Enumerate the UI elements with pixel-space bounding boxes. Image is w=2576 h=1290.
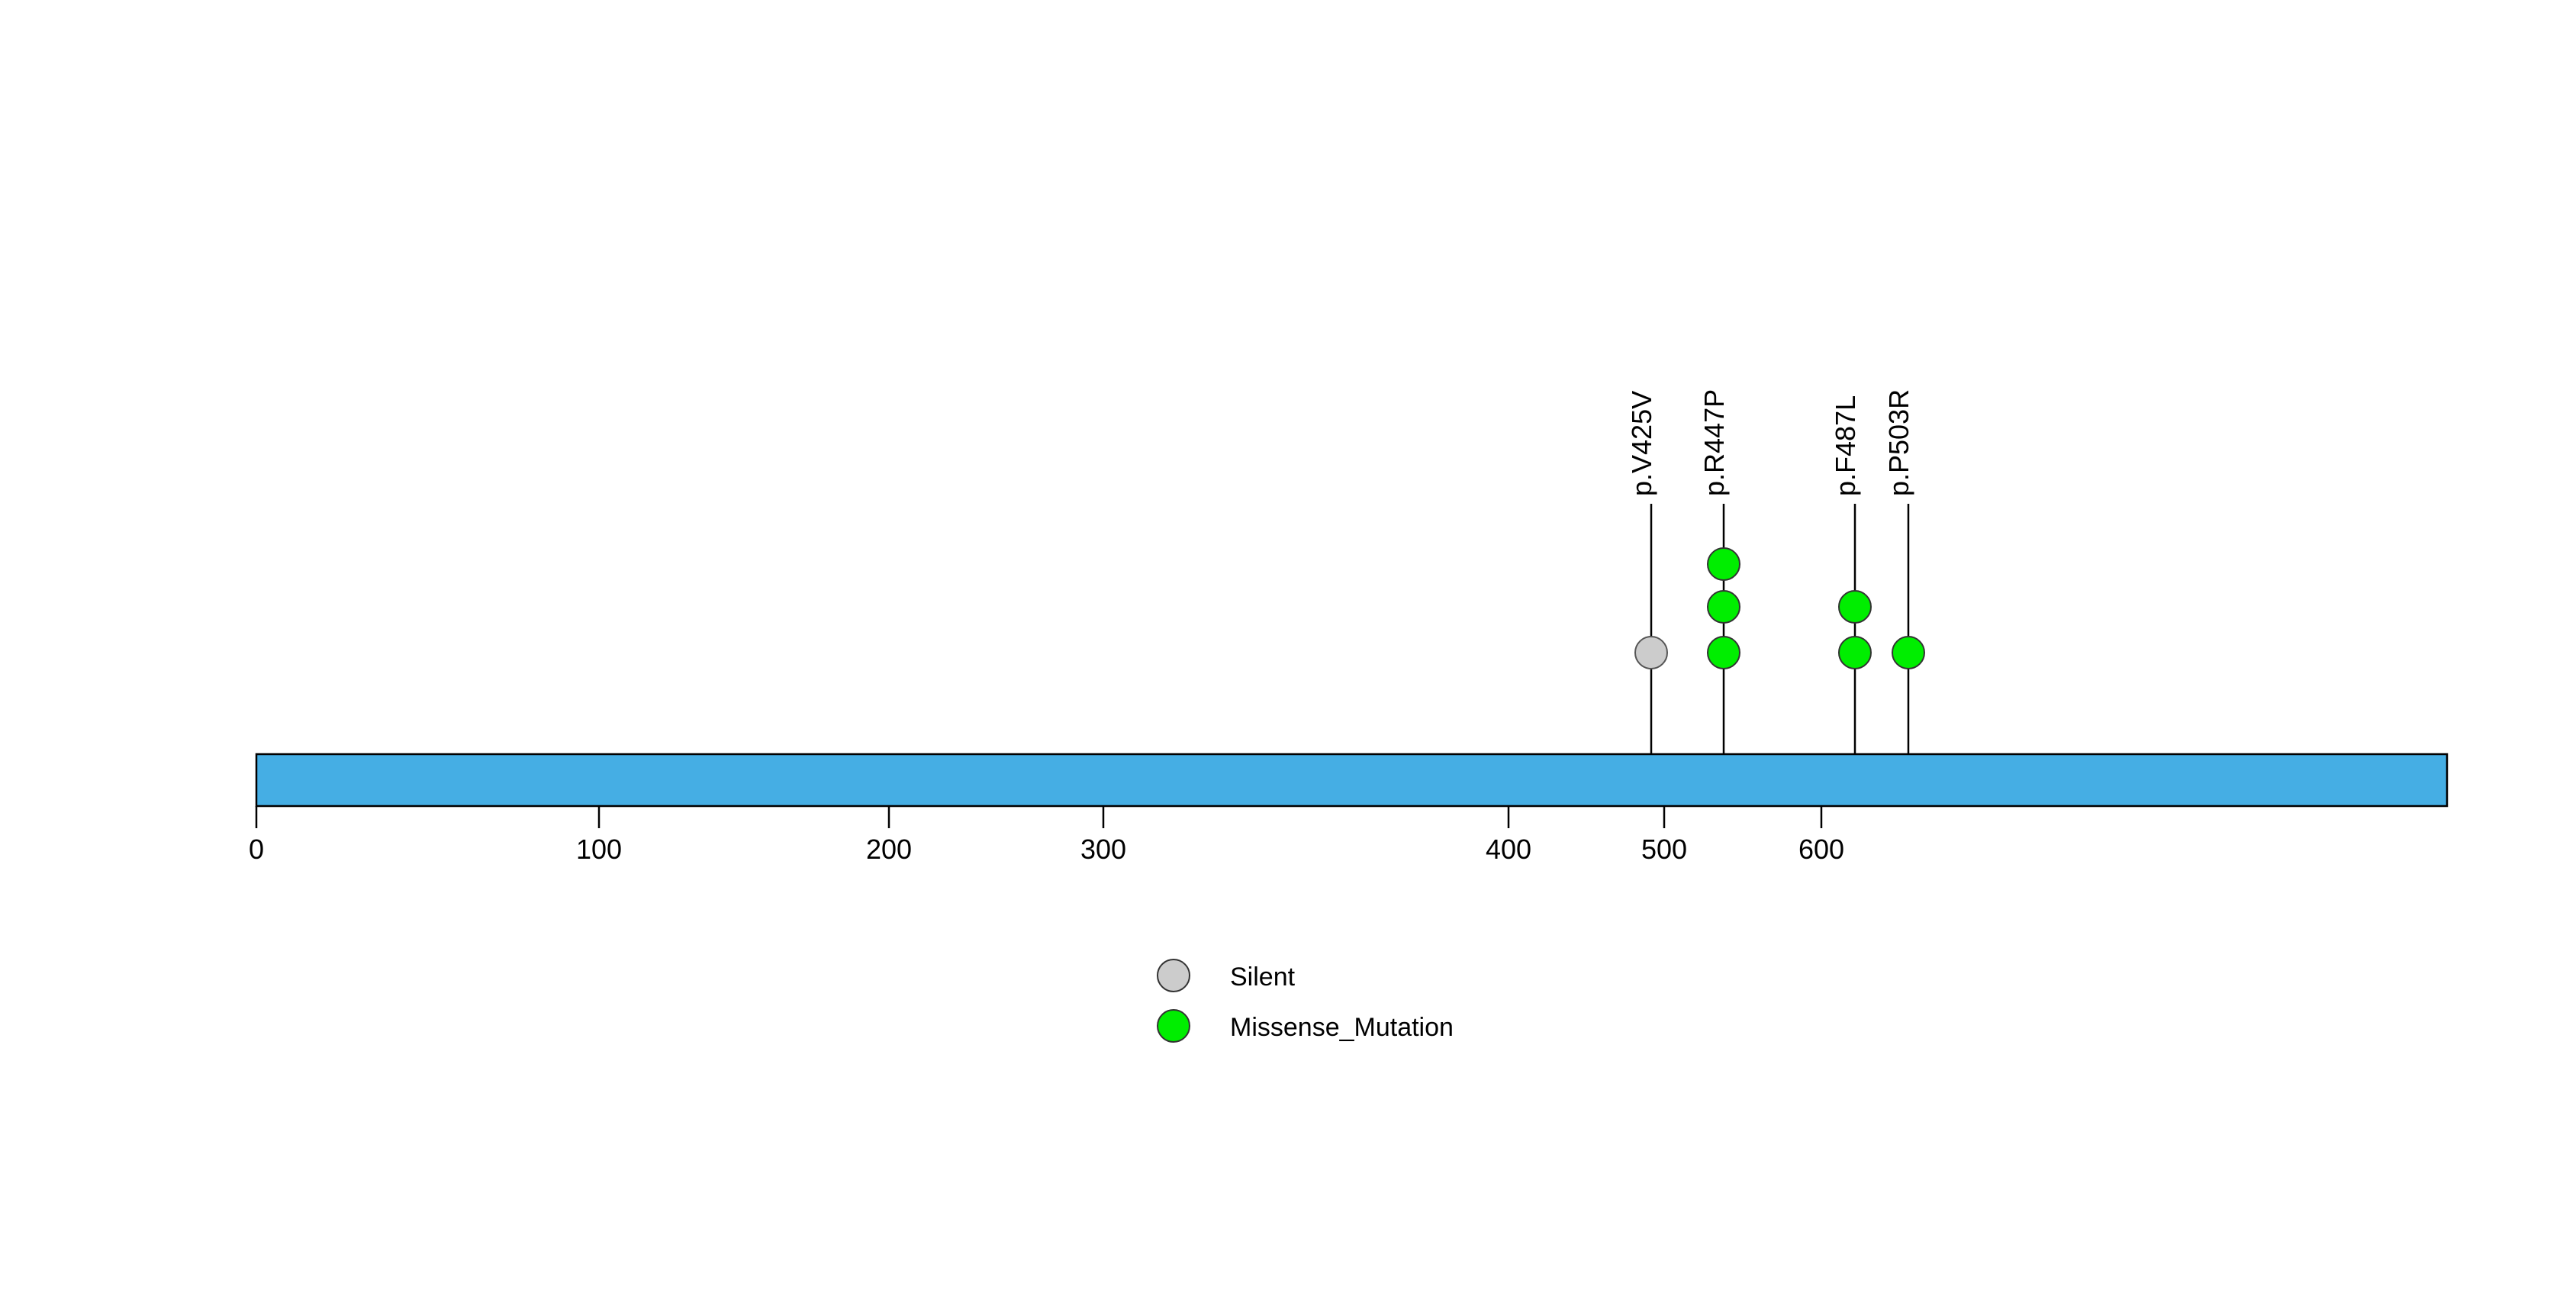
legend-swatch-silent-icon[interactable]: [1157, 959, 1190, 992]
mutation-label-p-V425V: p.V425V: [1626, 391, 1657, 496]
x-axis: 0 100 200 300 400 500 600: [249, 806, 1844, 865]
axis-label-0: 0: [249, 834, 264, 865]
marker-p-P503R-1-missense[interactable]: [1892, 636, 1925, 669]
axis-label-400: 400: [1486, 834, 1531, 865]
legend-label-missense: Missense_Mutation: [1230, 1013, 1454, 1042]
marker-p-R447P-3-missense[interactable]: [1707, 547, 1740, 581]
marker-p-V425V-1-silent[interactable]: [1634, 636, 1668, 669]
marker-p-F487L-1-missense[interactable]: [1838, 636, 1872, 669]
marker-p-R447P-2-missense[interactable]: [1707, 590, 1740, 624]
axis-label-200: 200: [866, 834, 912, 865]
mutation-labels: p.V425V p.R447P p.F487L p.P503R: [1626, 389, 1914, 496]
mutation-label-p-P503R: p.P503R: [1883, 389, 1914, 496]
marker-p-F487L-2-missense[interactable]: [1838, 590, 1872, 624]
legend: Silent Missense_Mutation: [1157, 959, 1454, 1043]
axis-label-500: 500: [1641, 834, 1687, 865]
legend-label-silent: Silent: [1230, 963, 1296, 992]
legend-swatch-missense-icon[interactable]: [1157, 1009, 1190, 1043]
mutation-label-p-F487L: p.F487L: [1830, 395, 1861, 496]
mutation-label-p-R447P: p.R447P: [1699, 389, 1730, 496]
marker-p-R447P-1-missense[interactable]: [1707, 636, 1740, 669]
axis-label-100: 100: [576, 834, 622, 865]
axis-label-300: 300: [1080, 834, 1126, 865]
axis-label-600: 600: [1798, 834, 1844, 865]
mutation-markers: [1634, 547, 1925, 669]
protein-domain-bar[interactable]: [255, 753, 2449, 808]
